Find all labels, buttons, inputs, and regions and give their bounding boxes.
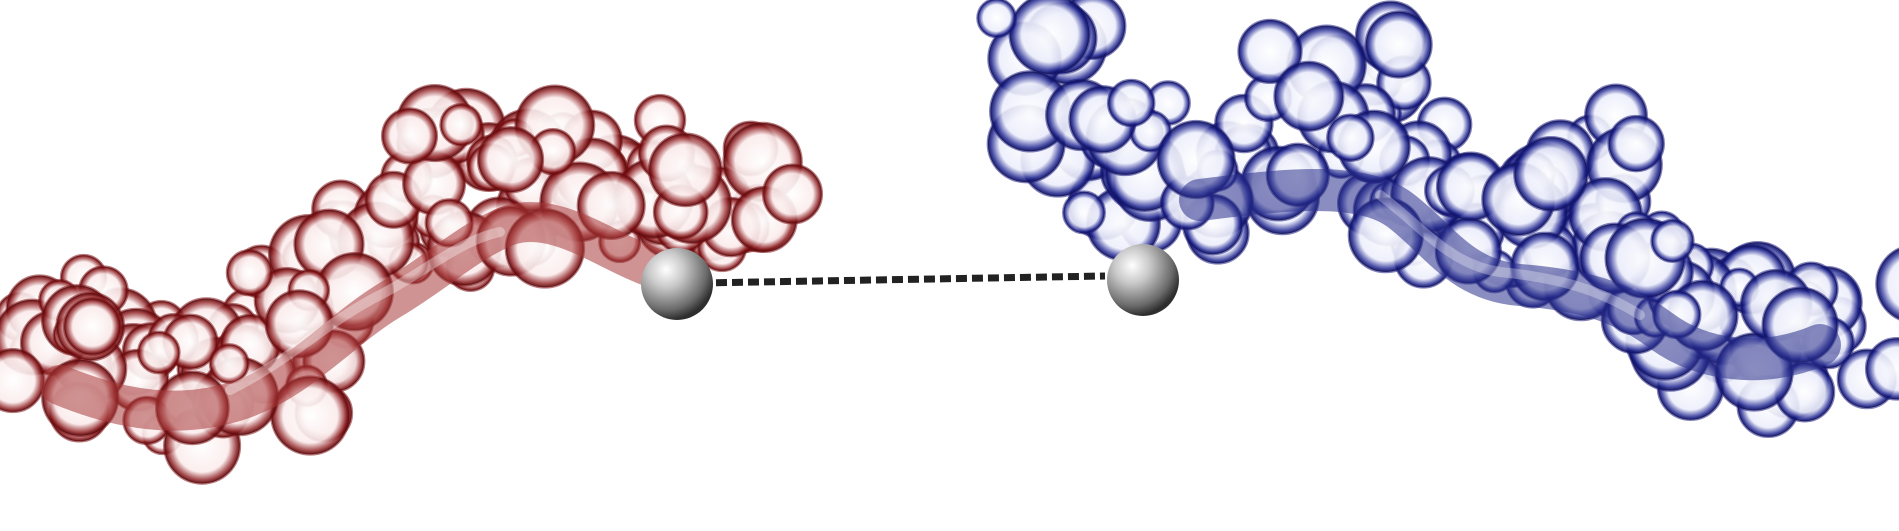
right-beads-bead (1650, 218, 1695, 264)
right-beads-bead (1864, 336, 1899, 401)
right-beads-bead (1326, 113, 1375, 162)
right-beads-bead (976, 0, 1017, 39)
right-beads-bead (1008, 0, 1091, 76)
right-beads-bead (1273, 60, 1345, 132)
left-peptide (0, 84, 824, 485)
left-sphere (641, 248, 713, 320)
dashed-connector (699, 272, 1106, 287)
right-sphere (1107, 244, 1179, 316)
left-beads-bead (647, 132, 723, 208)
right-helix-ribbon (1179, 169, 1841, 381)
left-beads-bead (225, 249, 274, 297)
right-beads-bead (1875, 247, 1899, 321)
left-beads-bead (761, 163, 824, 225)
right-peptide (976, 0, 1899, 439)
right-beads-bead (1513, 135, 1589, 212)
right-beads-bead (1106, 78, 1156, 128)
right-beads-bead (1607, 114, 1665, 173)
left-beads-bead (476, 126, 545, 194)
right-beads-bead (1364, 10, 1433, 79)
left-beads-bead (380, 107, 439, 165)
left-beads-bead (439, 103, 483, 147)
left-helix-ribbon-highlight (225, 227, 505, 395)
right-beads-bead (1062, 190, 1106, 235)
right-helix-ribbon-highlight (1375, 190, 1645, 320)
left-beads-bead (208, 343, 250, 385)
left-beads-bead (136, 330, 181, 375)
left-helix-ribbon (40, 202, 680, 431)
left-beads-bead (62, 297, 122, 356)
right-beads-bead (1237, 18, 1303, 85)
